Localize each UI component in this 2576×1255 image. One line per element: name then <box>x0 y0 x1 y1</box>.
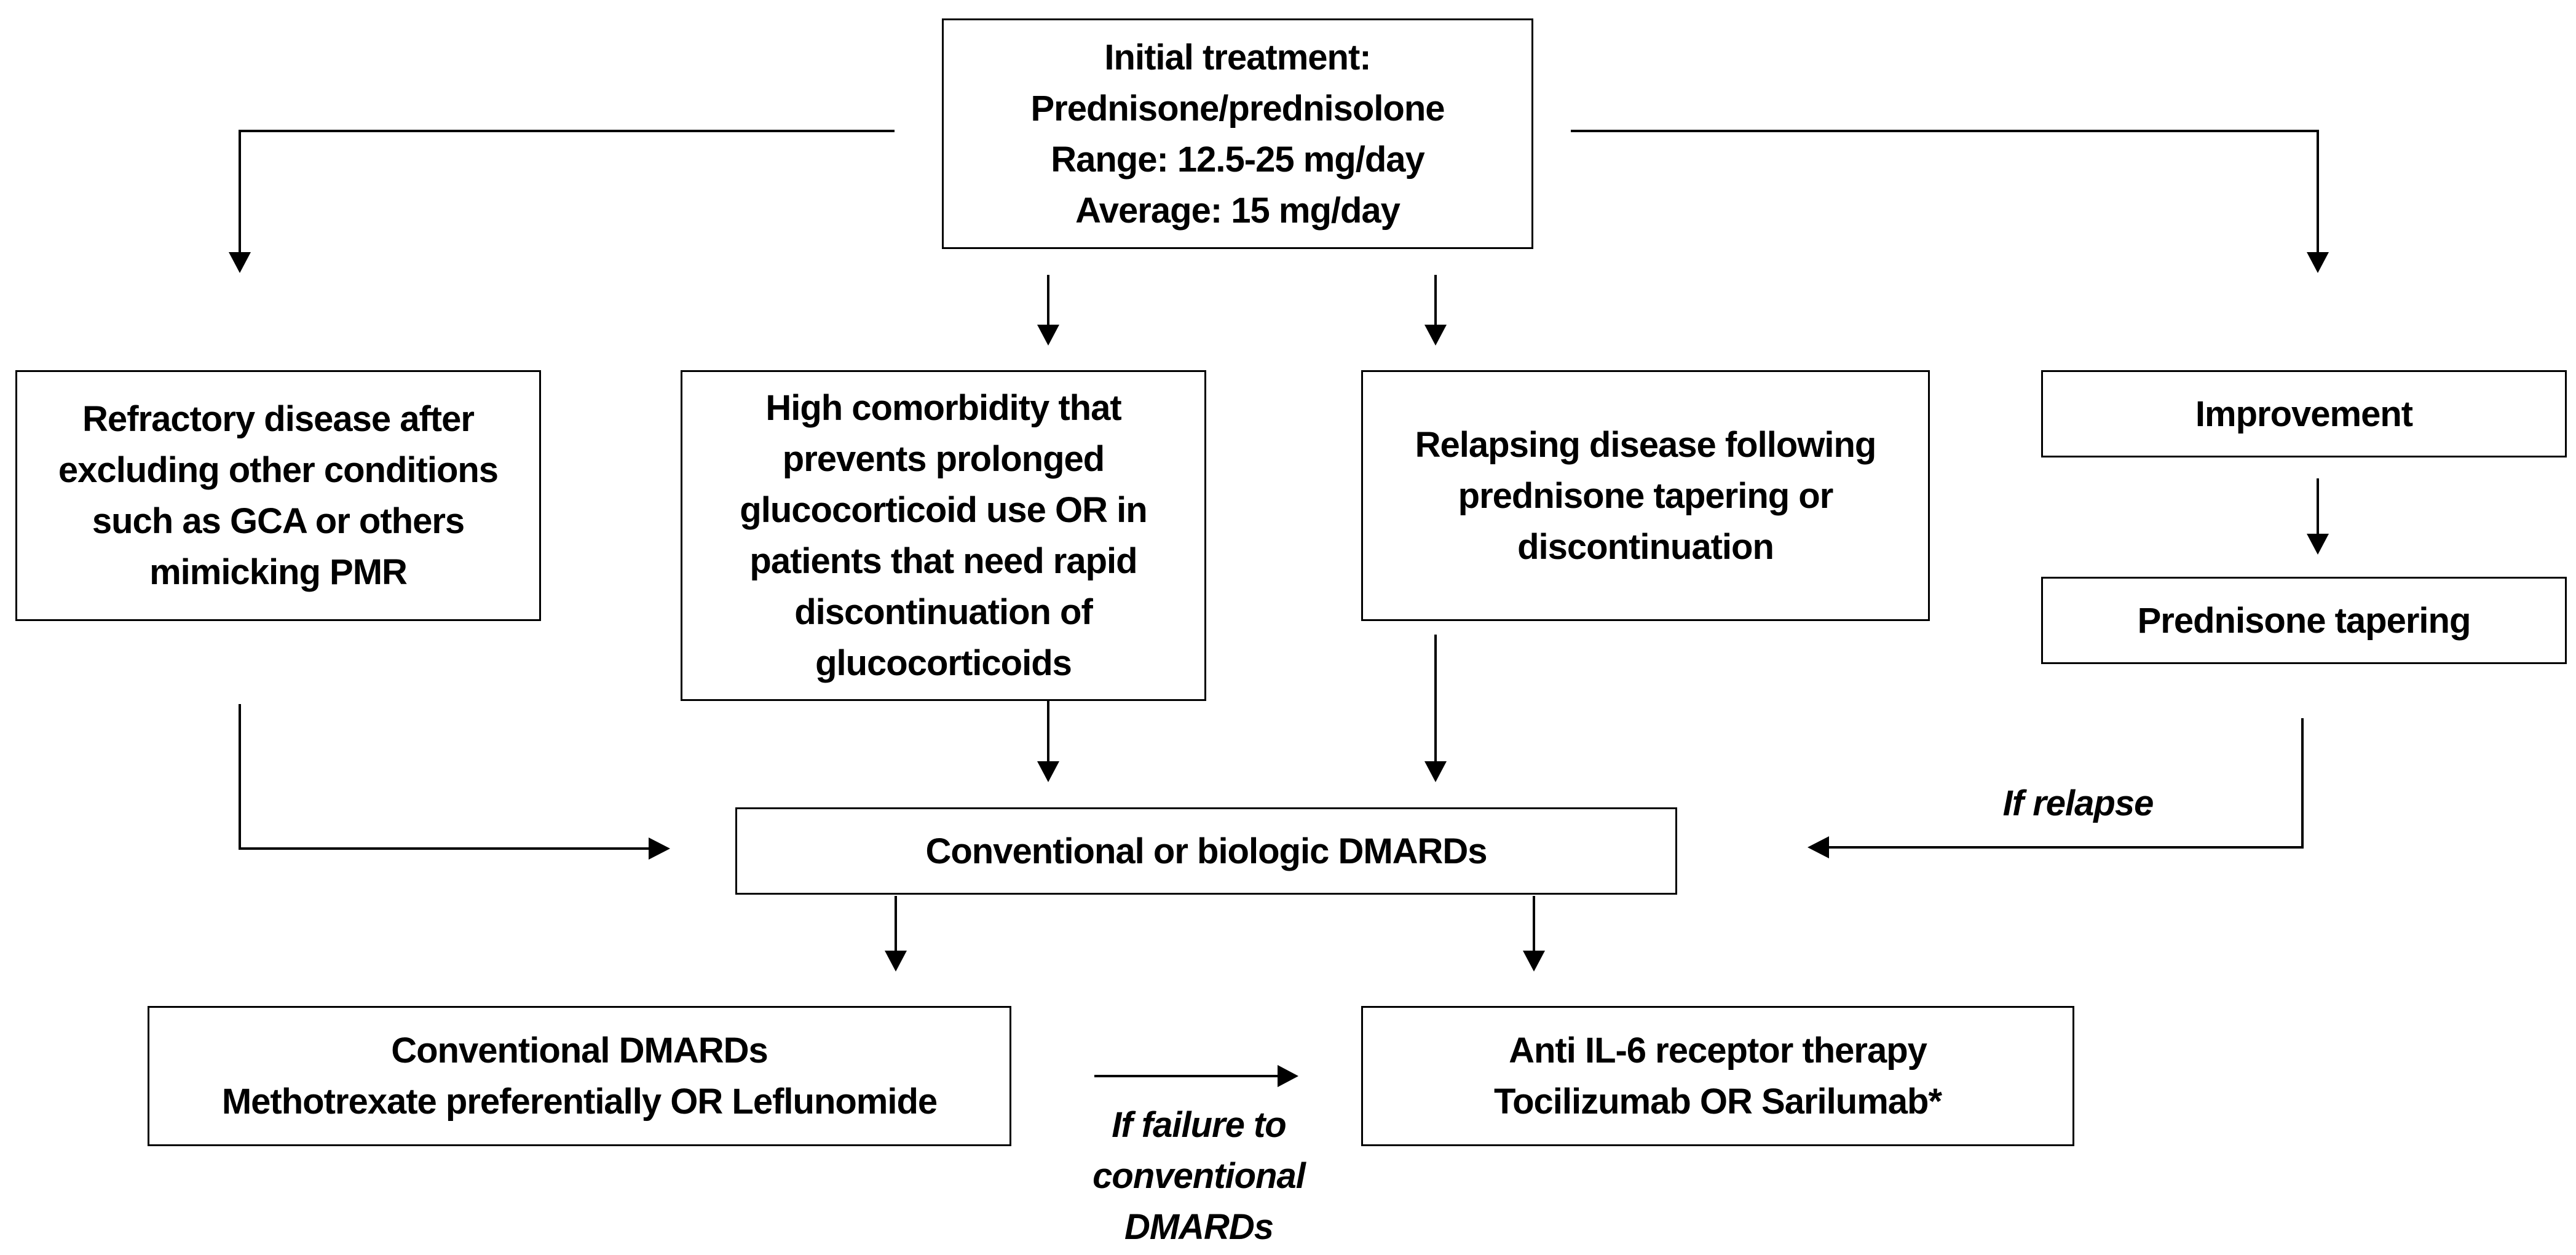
node-text-line: patients that need rapid <box>749 541 1137 581</box>
node-text-line: Initial treatment: <box>1104 37 1371 77</box>
conventional-dmards-box: Conventional DMARDs Methotrexate prefere… <box>148 1006 1011 1146</box>
arrowhead-high-comorbidity <box>1037 325 1059 346</box>
edge-label-line: conventional <box>1092 1156 1306 1196</box>
arrowhead-dmards-from-relapsing <box>1424 761 1447 782</box>
if-failure-label: If failure to conventional DMARDs <box>1039 1099 1359 1253</box>
node-text-line: glucocorticoids <box>815 643 1072 683</box>
arrowhead-dmards-from-high-comorbidity <box>1037 761 1059 782</box>
arrowhead-anti-il6 <box>1523 951 1545 972</box>
arrowhead-dmards-from-refractory <box>649 837 670 860</box>
dmards-box: Conventional or biologic DMARDs <box>735 807 1677 895</box>
improvement-box: Improvement <box>2041 370 2567 457</box>
refractory-disease-box: Refractory disease after excluding other… <box>15 370 541 621</box>
arrowhead-tapering <box>2307 534 2329 555</box>
node-text-line: High comorbidity that <box>765 388 1121 428</box>
prednisone-tapering-box: Prednisone tapering <box>2041 577 2567 664</box>
node-text-line: Prednisone tapering <box>2137 600 2471 641</box>
node-text-line: such as GCA or others <box>92 501 465 541</box>
edge-label-line: If failure to <box>1112 1105 1286 1145</box>
edge-label-line: If relapse <box>2002 783 2154 823</box>
node-text-line: discontinuation <box>1517 526 1774 567</box>
node-text-line: glucocorticoid use OR in <box>740 490 1147 530</box>
node-text-line: Conventional or biologic DMARDs <box>925 831 1487 871</box>
node-text-line: Refractory disease after <box>82 399 475 439</box>
node-text-line: Average: 15 mg/day <box>1075 190 1401 231</box>
node-text-line: Prednisone/prednisolone <box>1030 88 1445 129</box>
connector-initial-to-refractory <box>239 130 895 252</box>
arrowhead-conventional <box>885 951 907 972</box>
node-text-line: mimicking PMR <box>149 552 408 592</box>
high-comorbidity-box: High comorbidity that prevents prolonged… <box>681 370 1206 701</box>
node-text-line: discontinuation of <box>794 592 1093 632</box>
initial-treatment-box: Initial treatment: Prednisone/prednisolo… <box>942 18 1533 249</box>
arrowhead-anti-il6-from-conventional <box>1278 1065 1298 1087</box>
node-text-line: Improvement <box>2195 394 2413 434</box>
arrowhead-refractory <box>229 252 251 273</box>
arrowhead-relapsing <box>1424 325 1447 346</box>
connector-initial-to-improvement <box>1571 130 2319 252</box>
node-text-line: Tocilizumab OR Sarilumab* <box>1493 1082 1942 1122</box>
anti-il6-therapy-box: Anti IL-6 receptor therapy Tocilizumab O… <box>1361 1006 2074 1146</box>
node-text-line: excluding other conditions <box>58 450 499 490</box>
node-text-line: Range: 12.5-25 mg/day <box>1051 139 1425 180</box>
node-text-line: Anti IL-6 receptor therapy <box>1509 1031 1927 1071</box>
node-text-line: Conventional DMARDs <box>391 1031 768 1071</box>
arrowhead-improvement <box>2307 252 2329 273</box>
node-text-line: Methotrexate preferentially OR Leflunomi… <box>221 1082 938 1122</box>
if-relapse-label: If relapse <box>1961 778 2195 829</box>
node-text-line: Relapsing disease following <box>1415 424 1877 465</box>
connector-refractory-to-dmards <box>239 704 649 850</box>
relapsing-disease-box: Relapsing disease following prednisone t… <box>1361 370 1930 621</box>
node-text-line: prednisone tapering or <box>1458 475 1834 516</box>
edge-label-line: DMARDs <box>1124 1207 1274 1247</box>
arrowhead-dmards-from-tapering <box>1808 836 1829 858</box>
connector-tapering-to-dmards <box>1829 718 2304 849</box>
node-text-line: prevents prolonged <box>782 439 1105 479</box>
